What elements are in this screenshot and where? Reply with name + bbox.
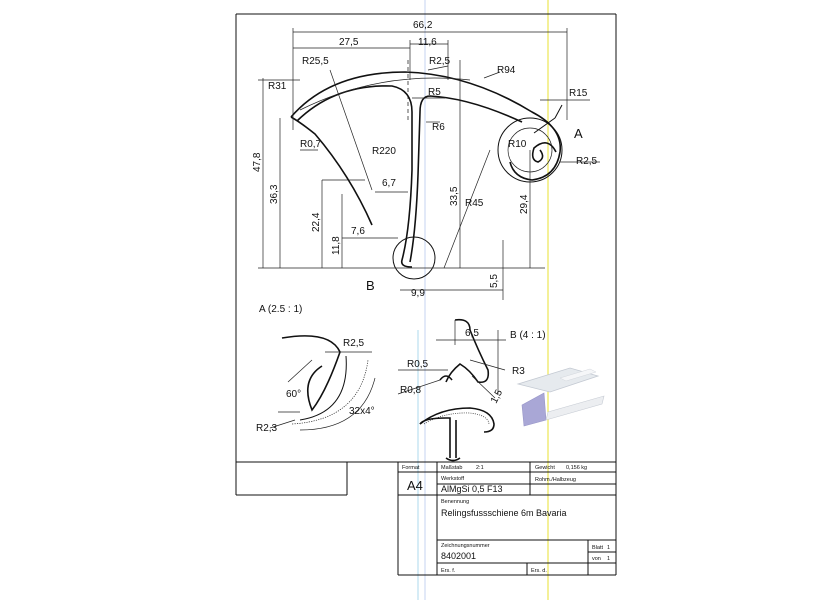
weight-value: 0,156 kg bbox=[566, 465, 587, 471]
dim-overall-width: 66,2 bbox=[413, 20, 433, 31]
profile-3d-render bbox=[516, 367, 605, 427]
dim-r2-5-top: R2,5 bbox=[429, 56, 451, 67]
dim-w9-9: 9,9 bbox=[411, 288, 425, 299]
dim-r31: R31 bbox=[268, 81, 287, 92]
format-value: A4 bbox=[407, 478, 423, 493]
scale-label: Maßstab bbox=[441, 465, 462, 471]
dim-r25-5: R25,5 bbox=[302, 56, 329, 67]
name-value: Relingsfussschiene 6m Bavaria bbox=[441, 508, 567, 518]
material-label: Werkstoff bbox=[441, 476, 464, 482]
replaces-label: Ers. f. bbox=[441, 568, 456, 574]
scale-value: 2:1 bbox=[476, 465, 484, 471]
sheet-value: 1 bbox=[607, 545, 610, 551]
dimension-labels: 66,2 27,5 11,6 R25,5 R2,5 R94 R31 R5 R15… bbox=[252, 20, 598, 299]
dim-r5: R5 bbox=[428, 87, 441, 98]
detail-a-teeth: 32x4° bbox=[349, 406, 375, 417]
dim-w7-6: 7,6 bbox=[351, 226, 365, 237]
dim-h5-5: 5,5 bbox=[489, 274, 500, 288]
detail-a-r2-5: R2,5 bbox=[343, 338, 365, 349]
detail-b-title: B (4 : 1) bbox=[510, 330, 546, 341]
marker-b: B bbox=[366, 278, 375, 293]
format-label: Format bbox=[402, 465, 420, 471]
of-label: von bbox=[592, 556, 601, 562]
material-value: AlMgSi 0,5 F13 bbox=[441, 484, 503, 494]
detail-b-r0-5: R0,5 bbox=[407, 359, 429, 370]
dim-h36-3: 36,3 bbox=[269, 184, 280, 204]
dim-r10: R10 bbox=[508, 139, 527, 150]
replaced-by-label: Ers. d. bbox=[531, 568, 547, 574]
of-value: 1 bbox=[607, 556, 610, 562]
detail-a-angle: 60° bbox=[286, 389, 301, 400]
dimension-lines bbox=[258, 28, 600, 300]
detail-a-r2-3: R2,3 bbox=[256, 423, 278, 434]
drawing-number-value: 8402001 bbox=[441, 551, 476, 561]
dim-h22-4: 22,4 bbox=[311, 212, 322, 232]
profile-cross-section bbox=[419, 407, 495, 462]
dim-r94: R94 bbox=[497, 65, 516, 76]
main-profile bbox=[290, 60, 563, 280]
dim-h11-8: 11,8 bbox=[331, 236, 342, 255]
dim-r15: R15 bbox=[569, 88, 588, 99]
detail-a: A (2.5 : 1) R2,5 60° 32x4° R2,3 bbox=[256, 304, 376, 434]
dim-r2-5-right: R2,5 bbox=[576, 156, 598, 167]
detail-a-title: A (2.5 : 1) bbox=[259, 304, 302, 315]
marker-a: A bbox=[574, 126, 583, 141]
dim-r6: R6 bbox=[432, 122, 445, 133]
weight-label: Gewicht bbox=[535, 465, 555, 471]
sheet-label: Blatt bbox=[592, 545, 603, 551]
dim-h33-5: 33,5 bbox=[449, 186, 460, 206]
dim-h29-4: 29,4 bbox=[519, 194, 530, 214]
dim-w6-7: 6,7 bbox=[382, 178, 396, 189]
title-block: Format A4 Maßstab 2:1 Gewicht 0,156 kg W… bbox=[236, 462, 616, 576]
raw-material-label: Rohm./Halbzeug bbox=[535, 477, 576, 483]
detail-b-w6-5: 6,5 bbox=[465, 328, 479, 339]
dim-width-mid: 11,6 bbox=[418, 37, 437, 48]
dim-r0-7: R0,7 bbox=[300, 139, 322, 150]
detail-b-r0-8: R0,8 bbox=[400, 385, 422, 396]
dim-r45: R45 bbox=[465, 198, 484, 209]
dim-r220: R220 bbox=[372, 146, 396, 157]
drawing-frame bbox=[235, 13, 617, 575]
dim-width-left: 27,5 bbox=[339, 37, 359, 48]
detail-b-r3: R3 bbox=[512, 366, 525, 377]
name-label: Benennung bbox=[441, 499, 469, 505]
dim-h47-8: 47,8 bbox=[252, 152, 263, 172]
drawing-number-label: Zeichnungsnummer bbox=[441, 543, 490, 549]
